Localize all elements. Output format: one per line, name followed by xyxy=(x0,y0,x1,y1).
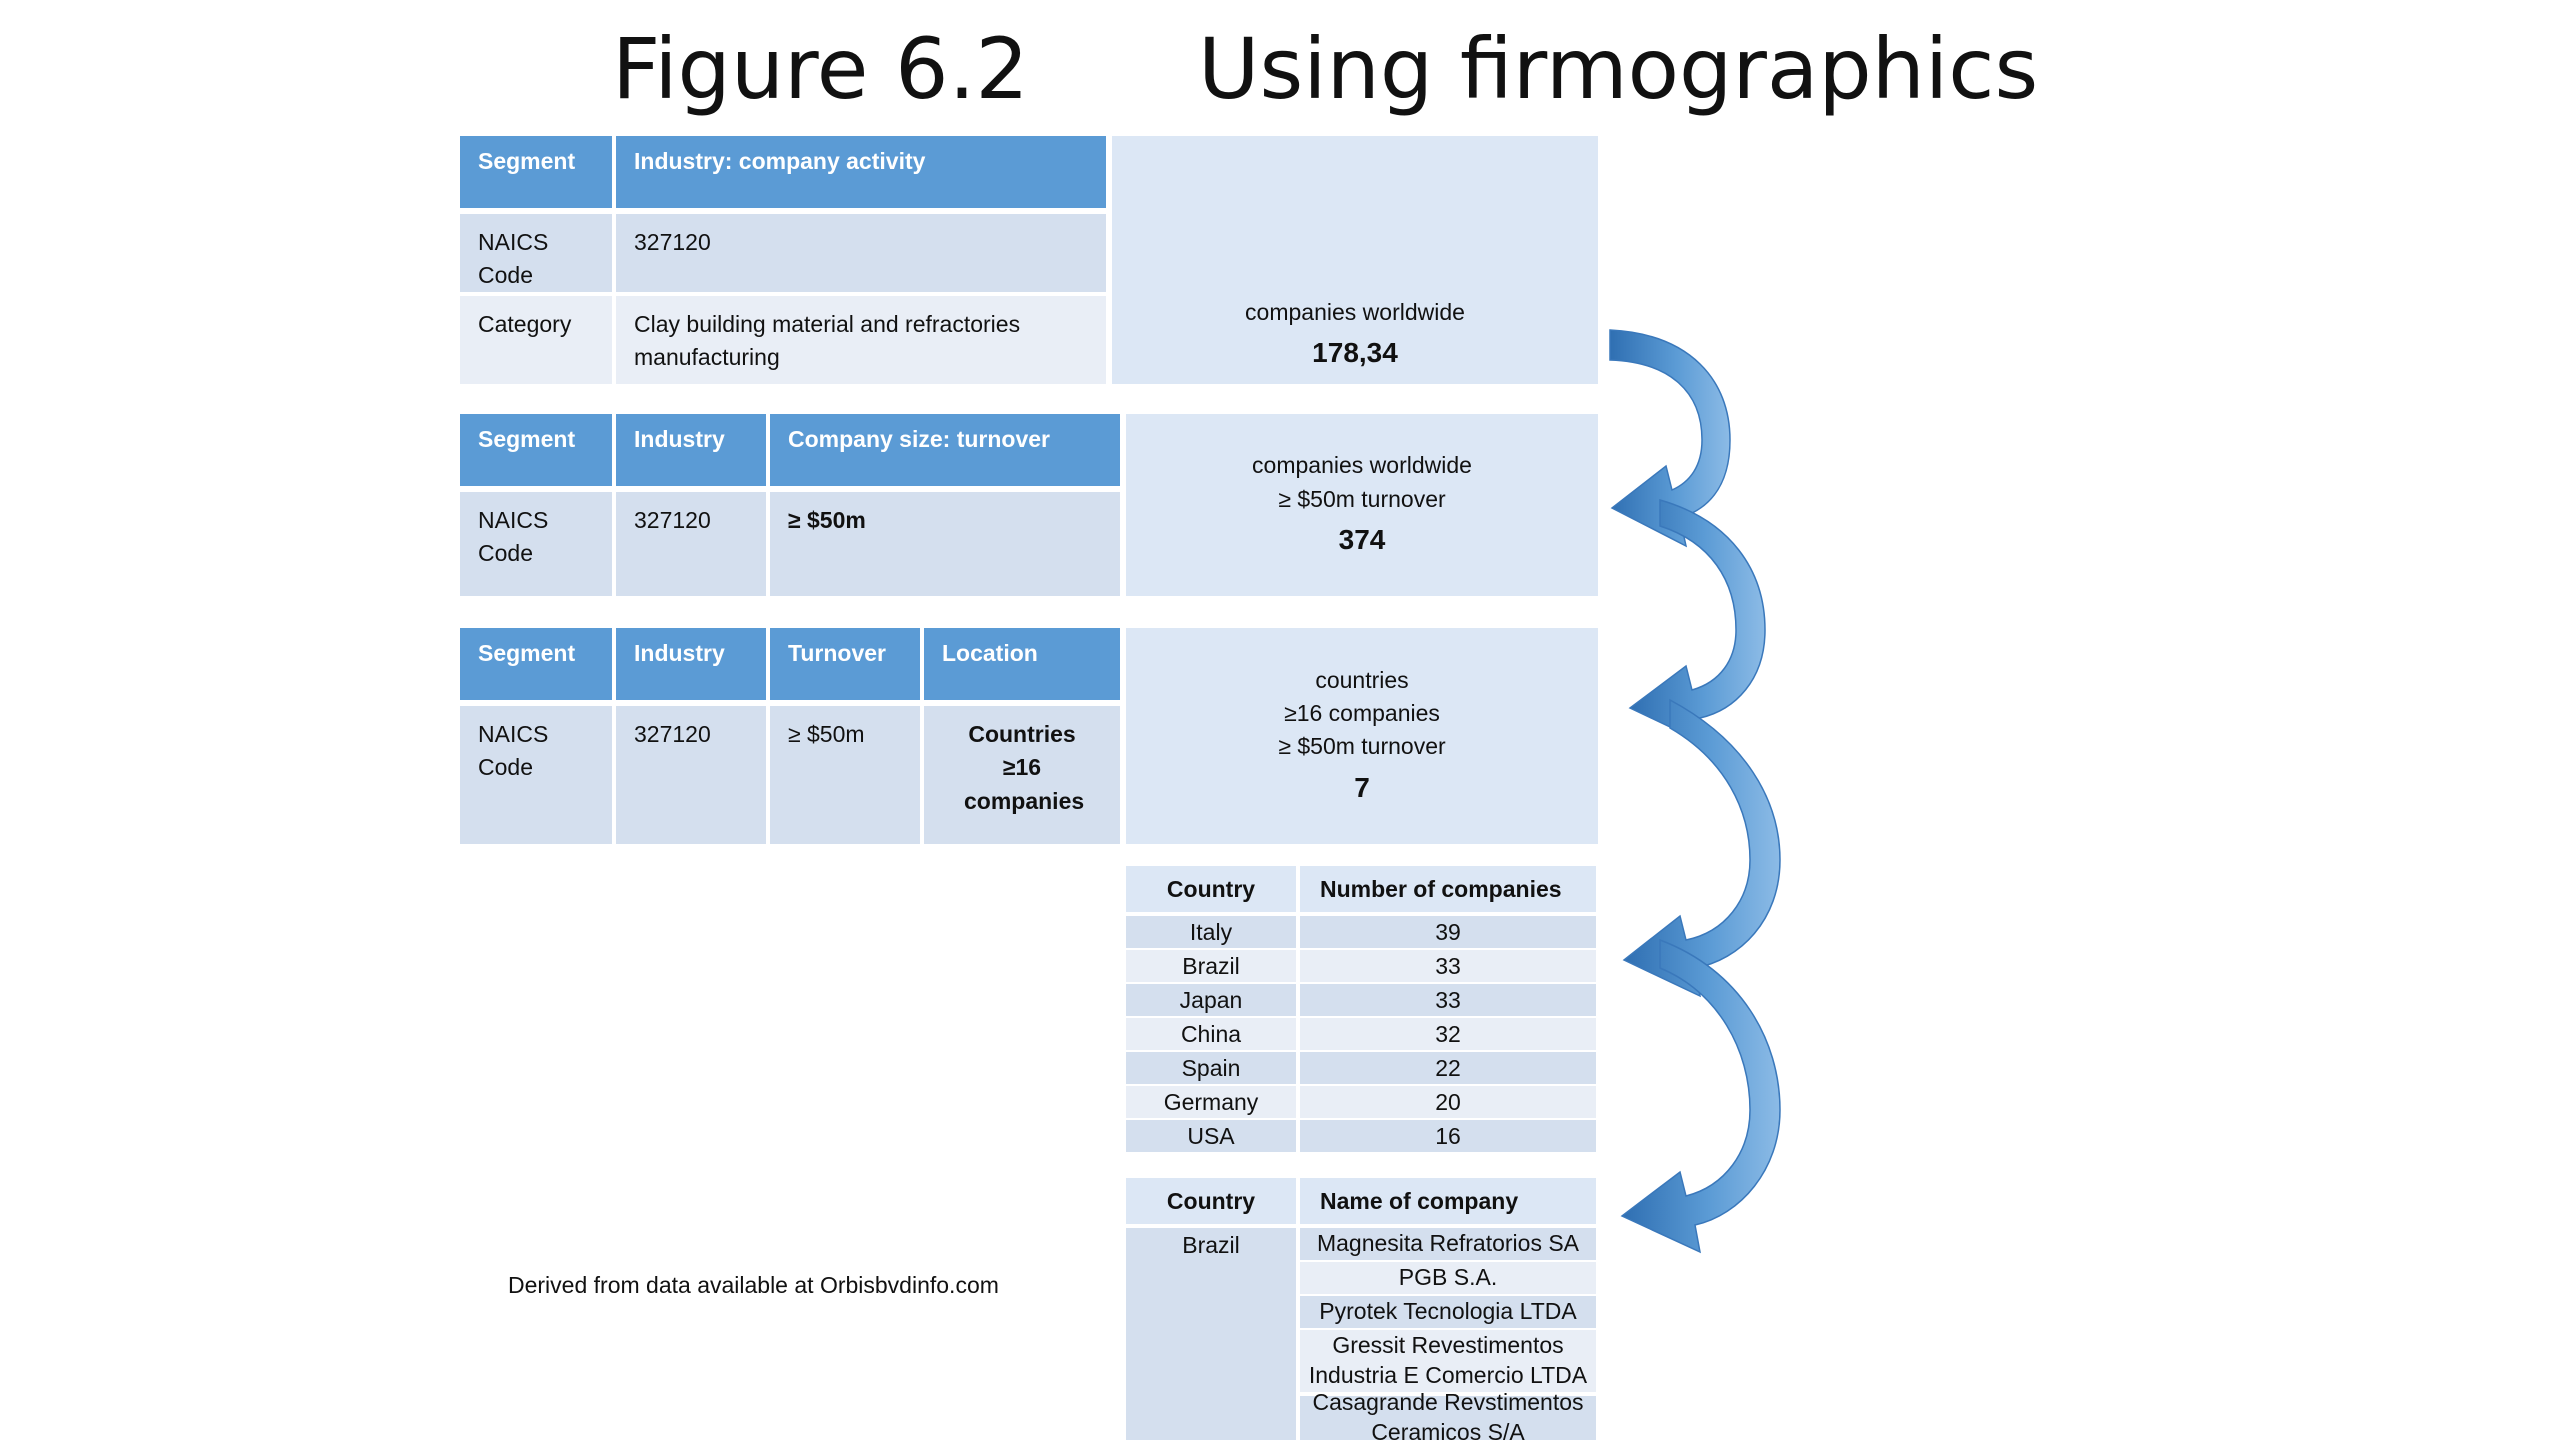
company-name-cell: Pyrotek Tecnologia LTDA xyxy=(1300,1296,1596,1328)
block2-naics-value: 327120 xyxy=(616,492,766,596)
block3-summary: countries ≥16 companies ≥ $50m turnover … xyxy=(1126,628,1598,844)
block3-location-value: Countries ≥16 companies xyxy=(924,706,1120,844)
flow-arrows xyxy=(1609,329,1781,1254)
company-name-cell: Gressit Revestimentos Industria E Comerc… xyxy=(1300,1330,1596,1392)
block3-header-location: Location xyxy=(924,628,1120,700)
company-table-country-cell: Brazil xyxy=(1126,1228,1296,1440)
block1-category-value: Clay building material and refractories … xyxy=(616,296,1106,384)
summary-line: companies worldwide xyxy=(1252,452,1472,479)
block3-naics-value: 327120 xyxy=(616,706,766,844)
company-count-cell: 20 xyxy=(1300,1086,1596,1118)
company-count-cell: 22 xyxy=(1300,1052,1596,1084)
country-cell: Spain xyxy=(1126,1052,1296,1084)
cell-text: NAICS Code xyxy=(478,507,549,567)
country-cell: Japan xyxy=(1126,984,1296,1016)
cell-text: 327120 xyxy=(634,229,711,255)
summary-line: ≥ $50m turnover xyxy=(1278,485,1446,512)
country-table-header-count: Number of companies xyxy=(1300,866,1596,912)
cell-text: Brazil xyxy=(1182,1232,1240,1258)
block1-naics-label: NAICS Code xyxy=(460,214,612,292)
company-name-cell: PGB S.A. xyxy=(1300,1262,1596,1294)
summary-value: 178,34 xyxy=(1312,337,1398,369)
company-count-cell: 32 xyxy=(1300,1018,1596,1050)
summary-line: countries xyxy=(1315,666,1409,693)
block2-turnover-value: ≥ $50m xyxy=(770,492,1120,596)
summary-line: ≥ $50m turnover xyxy=(1278,733,1446,760)
country-cell: Brazil xyxy=(1126,950,1296,982)
cell-text: 327120 xyxy=(634,721,711,747)
company-table-header-country: Country xyxy=(1126,1178,1296,1224)
cell-text: Category xyxy=(478,311,572,337)
curved-arrow-2 xyxy=(1628,499,1766,746)
block2-header-segment: Segment xyxy=(460,414,612,486)
cell-text: NAICS Code xyxy=(478,721,549,781)
country-cell: Italy xyxy=(1126,916,1296,948)
company-name-cell: Casagrande Revstimentos Ceramicos S/A xyxy=(1300,1389,1596,1445)
block1-naics-value: 327120 xyxy=(616,214,1106,292)
block3-header-turnover: Turnover xyxy=(770,628,920,700)
block1-summary: companies worldwide 178,34 xyxy=(1112,136,1598,384)
page-title: Using firmographics xyxy=(1198,20,2039,118)
curved-arrow-3 xyxy=(1622,698,1781,998)
block3-header-segment: Segment xyxy=(460,628,612,700)
block2-summary: companies worldwide ≥ $50m turnover 374 xyxy=(1126,414,1598,596)
company-name-cell: Magnesita Refratorios SA xyxy=(1300,1228,1596,1260)
block3-turnover-value: ≥ $50m xyxy=(770,706,920,844)
country-table-header-country: Country xyxy=(1126,866,1296,912)
block2-header-turnover: Company size: turnover xyxy=(770,414,1120,486)
company-count-cell: 16 xyxy=(1300,1120,1596,1152)
summary-value: 374 xyxy=(1338,524,1386,556)
cell-text: ≥ $50m xyxy=(788,721,865,747)
cell-text: Countries ≥16 companies xyxy=(964,721,1085,814)
figure-number: Figure 6.2 xyxy=(612,20,1029,118)
block3-naics-label: NAICS Code xyxy=(460,706,612,844)
block1-header-segment: Segment xyxy=(460,136,612,208)
company-count-cell: 33 xyxy=(1300,950,1596,982)
summary-text: companies worldwide xyxy=(1245,299,1465,326)
summary-value: 7 xyxy=(1354,771,1370,803)
country-cell: Germany xyxy=(1126,1086,1296,1118)
country-cell: China xyxy=(1126,1018,1296,1050)
cell-text: 327120 xyxy=(634,507,711,533)
block3-header-industry: Industry xyxy=(616,628,766,700)
block1-header-industry: Industry: company activity xyxy=(616,136,1106,208)
company-count-cell: 39 xyxy=(1300,916,1596,948)
cell-text: Clay building material and refractories … xyxy=(634,311,1021,371)
company-table-header-name: Name of company xyxy=(1300,1178,1596,1224)
cell-text: ≥ $50m xyxy=(788,507,866,533)
summary-line: ≥16 companies xyxy=(1284,700,1440,727)
curved-arrow-4 xyxy=(1620,938,1781,1254)
block2-header-industry: Industry xyxy=(616,414,766,486)
country-cell: USA xyxy=(1126,1120,1296,1152)
company-count-cell: 33 xyxy=(1300,984,1596,1016)
block1-category-label: Category xyxy=(460,296,612,384)
block2-naics-label: NAICS Code xyxy=(460,492,612,596)
cell-text: NAICS Code xyxy=(478,229,549,289)
source-footnote: Derived from data available at Orbisbvdi… xyxy=(508,1272,999,1298)
